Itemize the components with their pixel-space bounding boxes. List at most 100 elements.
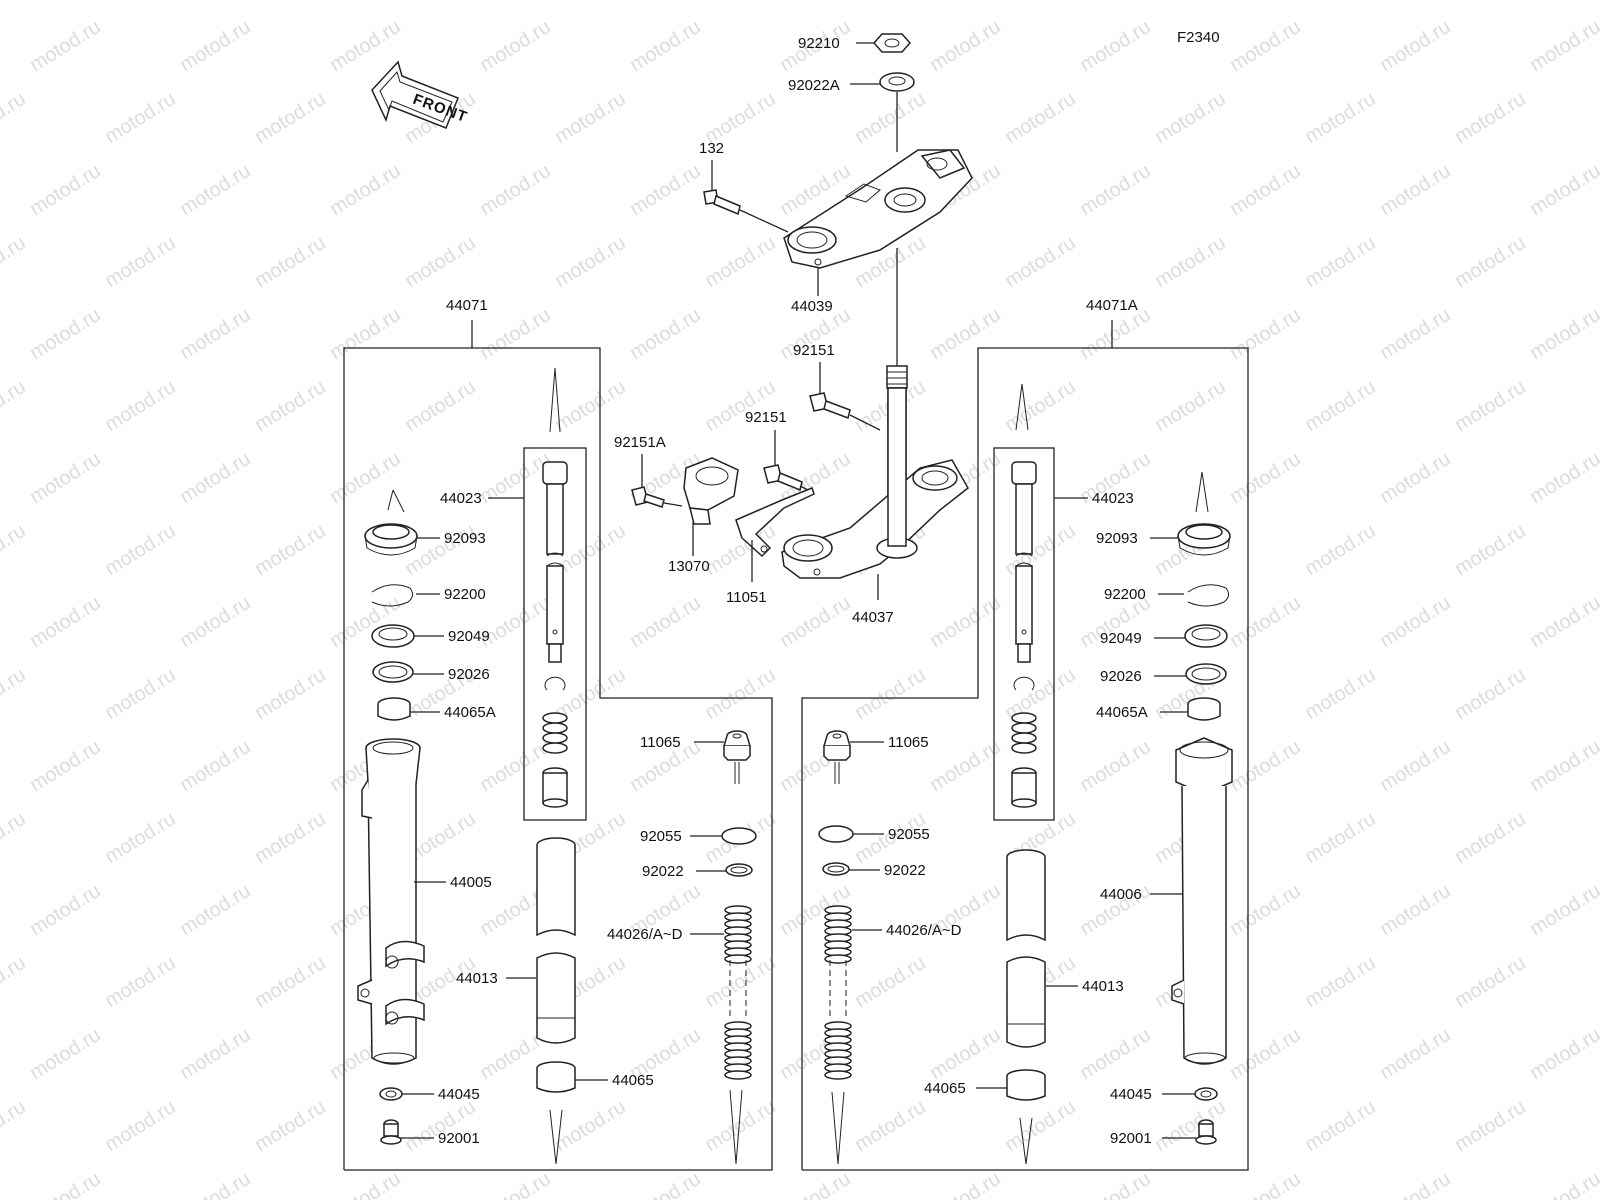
watermark-text: motod.ru bbox=[1226, 448, 1305, 508]
watermark-text: motod.ru bbox=[176, 160, 255, 220]
watermark-text: motod.ru bbox=[1376, 16, 1455, 76]
label-44005: 44005 bbox=[450, 874, 492, 891]
left-fork-assembly: 44071 44023 bbox=[343, 297, 773, 1171]
watermark-text: motod.ru bbox=[176, 880, 255, 940]
watermark-text: motod.ru bbox=[1151, 88, 1230, 148]
watermark-text: motod.ru bbox=[926, 16, 1005, 76]
watermark-text: motod.ru bbox=[101, 88, 180, 148]
gasket-left bbox=[379, 1087, 403, 1101]
watermark-text: motod.ru bbox=[1001, 376, 1080, 436]
fork-spring-right bbox=[824, 905, 852, 1080]
watermark-text: motod.ru bbox=[701, 1096, 780, 1156]
watermark-text: motod.ru bbox=[251, 520, 330, 580]
holder bbox=[683, 457, 739, 525]
watermark-text: motod.ru bbox=[551, 1096, 630, 1156]
fork-cap-right bbox=[822, 730, 852, 784]
upper-bracket bbox=[783, 149, 973, 269]
watermark-text: motod.ru bbox=[1451, 808, 1530, 868]
watermark-text: motod.ru bbox=[1301, 808, 1380, 868]
guide-bushing-right bbox=[1006, 1069, 1046, 1101]
watermark-text: motod.ru bbox=[26, 592, 105, 652]
watermark-text: motod.ru bbox=[476, 1168, 555, 1200]
label-92055-left: 92055 bbox=[640, 828, 682, 845]
label-92055-right: 92055 bbox=[888, 826, 930, 843]
watermark-text: motod.ru bbox=[926, 592, 1005, 652]
watermark-text: motod.ru bbox=[1226, 880, 1305, 940]
lower-bracket bbox=[781, 387, 969, 579]
watermark-text: motod.ru bbox=[1301, 376, 1380, 436]
watermark-text: motod.ru bbox=[101, 1096, 180, 1156]
watermark-text: motod.ru bbox=[176, 736, 255, 796]
watermark-text: motod.ru bbox=[1376, 1024, 1455, 1084]
label-11051: 11051 bbox=[726, 589, 767, 606]
watermark-text: motod.ru bbox=[1526, 736, 1600, 796]
watermark-text: motod.ru bbox=[26, 736, 105, 796]
watermark-text: motod.ru bbox=[26, 880, 105, 940]
label-132: 132 bbox=[699, 140, 724, 157]
snap-ring-left bbox=[544, 676, 566, 691]
watermark-text: motod.ru bbox=[851, 952, 930, 1012]
watermark-text: motod.ru bbox=[701, 0, 780, 4]
watermark-text: motod.ru bbox=[851, 0, 930, 4]
washer-right bbox=[1185, 663, 1227, 685]
watermark-text: motod.ru bbox=[551, 0, 630, 4]
outer-tube-left bbox=[357, 738, 425, 1065]
circlip-right bbox=[1187, 584, 1230, 607]
label-44026-right: 44026/A~D bbox=[886, 922, 962, 939]
watermark-text: motod.ru bbox=[926, 736, 1005, 796]
watermark-text: motod.ru bbox=[176, 1168, 255, 1200]
watermark-text: motod.ru bbox=[26, 1168, 105, 1200]
watermark-text: motod.ru bbox=[626, 1168, 705, 1200]
watermark-text: motod.ru bbox=[251, 808, 330, 868]
watermark-text: motod.ru bbox=[1151, 232, 1230, 292]
watermark-text: motod.ru bbox=[1451, 1096, 1530, 1156]
label-92026-left: 92026 bbox=[448, 666, 490, 683]
watermark-text: motod.ru bbox=[1001, 0, 1080, 4]
pinch-bolt bbox=[703, 189, 741, 216]
watermark-text: motod.ru bbox=[1226, 16, 1305, 76]
spring-coil bbox=[724, 954, 752, 964]
watermark-text: motod.ru bbox=[26, 304, 105, 364]
watermark-text: motod.ru bbox=[1526, 1168, 1600, 1200]
watermark-text: motod.ru bbox=[1001, 232, 1080, 292]
watermark-text: motod.ru bbox=[0, 232, 30, 292]
label-44065-left: 44065 bbox=[612, 1072, 654, 1089]
fork-cap-left bbox=[722, 730, 752, 784]
oil-seal-right bbox=[1184, 624, 1228, 648]
watermark-text: motod.ru bbox=[476, 304, 555, 364]
watermark-text: motod.ru bbox=[776, 1168, 855, 1200]
watermark-text: motod.ru bbox=[26, 160, 105, 220]
watermark-text: motod.ru bbox=[1076, 736, 1155, 796]
watermark-text: motod.ru bbox=[1451, 520, 1530, 580]
watermark-text: motod.ru bbox=[0, 0, 30, 4]
watermark-text: motod.ru bbox=[1076, 1024, 1155, 1084]
guide-bushing-a-right bbox=[1187, 697, 1221, 721]
watermark-text: motod.ru bbox=[551, 88, 630, 148]
watermark-text: motod.ru bbox=[401, 376, 480, 436]
watermark-text: motod.ru bbox=[101, 808, 180, 868]
watermark-text: motod.ru bbox=[251, 0, 330, 4]
watermark-text: motod.ru bbox=[1076, 160, 1155, 220]
label-92001-right: 92001 bbox=[1110, 1130, 1152, 1147]
label-44065a-right: 44065A bbox=[1096, 704, 1148, 721]
watermark-text: motod.ru bbox=[1001, 520, 1080, 580]
drain-bolt-right bbox=[1195, 1119, 1217, 1145]
watermark-text: motod.ru bbox=[401, 1096, 480, 1156]
label-92049-right: 92049 bbox=[1100, 630, 1142, 647]
watermark-text: motod.ru bbox=[926, 304, 1005, 364]
watermark-text: motod.ru bbox=[1451, 0, 1530, 4]
label-92200-right: 92200 bbox=[1104, 586, 1146, 603]
label-92022-right: 92022 bbox=[884, 862, 926, 879]
watermark-text: motod.ru bbox=[26, 448, 105, 508]
watermark-text: motod.ru bbox=[551, 232, 630, 292]
watermark-text: motod.ru bbox=[101, 952, 180, 1012]
o-ring-small-right bbox=[822, 862, 850, 876]
watermark-text: motod.ru bbox=[326, 304, 405, 364]
watermark-text: motod.ru bbox=[101, 376, 180, 436]
watermark-text: motod.ru bbox=[1226, 736, 1305, 796]
right-fork-assembly: 44071A 44023 bbox=[801, 297, 1249, 1171]
label-92022a: 92022A bbox=[788, 77, 840, 94]
watermark-text: motod.ru bbox=[176, 1024, 255, 1084]
watermark-text: motod.ru bbox=[0, 88, 30, 148]
